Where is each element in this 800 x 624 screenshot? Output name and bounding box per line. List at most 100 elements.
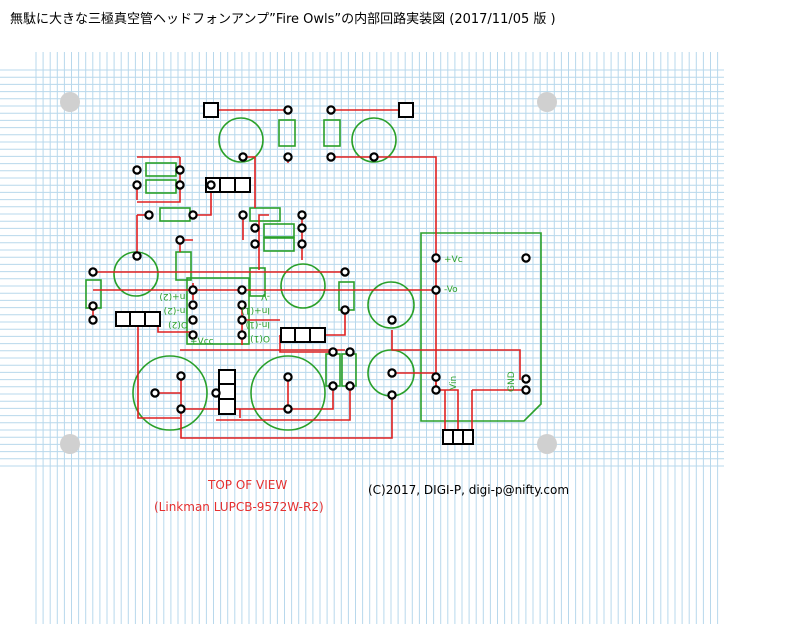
capacitor — [263, 237, 295, 252]
solder-pad — [206, 180, 216, 190]
mounting-holes — [60, 92, 557, 454]
solder-pad — [283, 404, 293, 414]
solder-pad — [283, 105, 293, 115]
solder-pad — [387, 368, 397, 378]
opamp-ic — [186, 277, 250, 345]
solder-pad — [340, 305, 350, 315]
solder-pad — [431, 285, 441, 295]
copyright-caption: (C)2017, DIGI-P, digi-p@nifty.com — [368, 483, 570, 497]
tube-socket — [351, 117, 397, 163]
solder-pad — [387, 315, 397, 325]
label-in2n: In-(2) — [164, 305, 188, 315]
mounting-hole — [537, 434, 557, 454]
label-o1: O(1) — [250, 333, 270, 343]
component-outlines — [85, 117, 542, 431]
solder-pad — [144, 210, 154, 220]
solder-pad — [250, 223, 260, 233]
solder-pad — [132, 180, 142, 190]
perfboard-grid — [0, 52, 724, 624]
solder-pad — [175, 235, 185, 245]
connector-header — [442, 429, 474, 445]
solder-pad — [132, 165, 142, 175]
solder-pad — [250, 239, 260, 249]
solder-pad — [237, 330, 247, 340]
solder-pad — [328, 347, 338, 357]
label-vcc: +Vcc — [190, 337, 214, 347]
solder-pad — [188, 330, 198, 340]
label-vin: Vin — [449, 376, 459, 390]
solder-pad — [132, 251, 142, 261]
solder-pad — [283, 372, 293, 382]
connector-header — [115, 311, 161, 327]
solder-pad — [521, 385, 531, 395]
view-caption: TOP OF VIEW — [208, 478, 288, 492]
solder-pads — [88, 105, 531, 414]
solder-pad — [431, 385, 441, 395]
solder-pad — [237, 285, 247, 295]
tube-socket — [218, 117, 264, 163]
solder-pad — [387, 390, 397, 400]
square-pad — [398, 102, 414, 118]
connector-header — [205, 177, 251, 193]
solder-pad — [283, 152, 293, 162]
solder-pad — [237, 300, 247, 310]
capacitor-large — [250, 355, 326, 431]
mounting-hole — [60, 434, 80, 454]
resistor — [249, 267, 266, 297]
solder-pad — [326, 152, 336, 162]
pin-labels: +Vc -Vo Vin GND In+(2) In-(2) O(2) +Vcc … — [159, 255, 517, 392]
solder-pad — [297, 239, 307, 249]
solder-pad — [521, 253, 531, 263]
label-gnd: GND — [507, 371, 517, 392]
label-o2: O(2) — [168, 319, 188, 329]
solder-pad — [345, 347, 355, 357]
solder-pad — [88, 301, 98, 311]
solder-pad — [237, 315, 247, 325]
square-pad — [203, 102, 219, 118]
mounting-hole — [537, 92, 557, 112]
solder-pad — [369, 152, 379, 162]
resistor — [323, 119, 341, 147]
label-vn: -V — [260, 291, 270, 301]
capacitor — [145, 162, 177, 177]
label-in2: In+(2) — [159, 291, 188, 301]
solder-pad — [88, 315, 98, 325]
connector-header — [218, 369, 236, 415]
solder-pad — [431, 253, 441, 263]
solder-pad — [328, 381, 338, 391]
solder-pad — [340, 267, 350, 277]
tube-socket — [367, 281, 415, 329]
solder-pad — [188, 285, 198, 295]
label-in1: In+(1) — [241, 305, 270, 315]
solder-pad — [175, 180, 185, 190]
solder-pad — [211, 388, 221, 398]
solder-pad — [188, 210, 198, 220]
regulator-module — [420, 232, 542, 422]
solder-pad — [521, 374, 531, 384]
resistor — [175, 251, 192, 281]
resistor — [278, 119, 296, 147]
solder-pad — [88, 267, 98, 277]
capacitor — [325, 353, 341, 387]
solder-pad — [238, 152, 248, 162]
solder-pad — [175, 165, 185, 175]
page-title: 無駄に大きな三極真空管ヘッドフォンアンプ”Fire Owls”の内部回路実装図 … — [10, 12, 556, 27]
connector-header — [280, 327, 326, 343]
tube-socket — [280, 263, 326, 309]
solder-pad — [297, 223, 307, 233]
solder-pad — [345, 381, 355, 391]
header-dividers — [129, 178, 464, 444]
capacitor-large — [132, 355, 208, 431]
capacitor — [263, 223, 295, 238]
solder-pad — [431, 372, 441, 382]
label-in1n: In-(1) — [246, 319, 270, 329]
solder-pad — [297, 210, 307, 220]
solder-pad — [188, 300, 198, 310]
label-vo: -Vo — [444, 285, 458, 295]
square-pads — [115, 102, 474, 445]
resistor — [249, 207, 281, 222]
board-caption: (Linkman LUPCB-9572W-R2) — [154, 500, 324, 514]
capacitor — [145, 179, 177, 194]
capacitor — [341, 353, 357, 387]
